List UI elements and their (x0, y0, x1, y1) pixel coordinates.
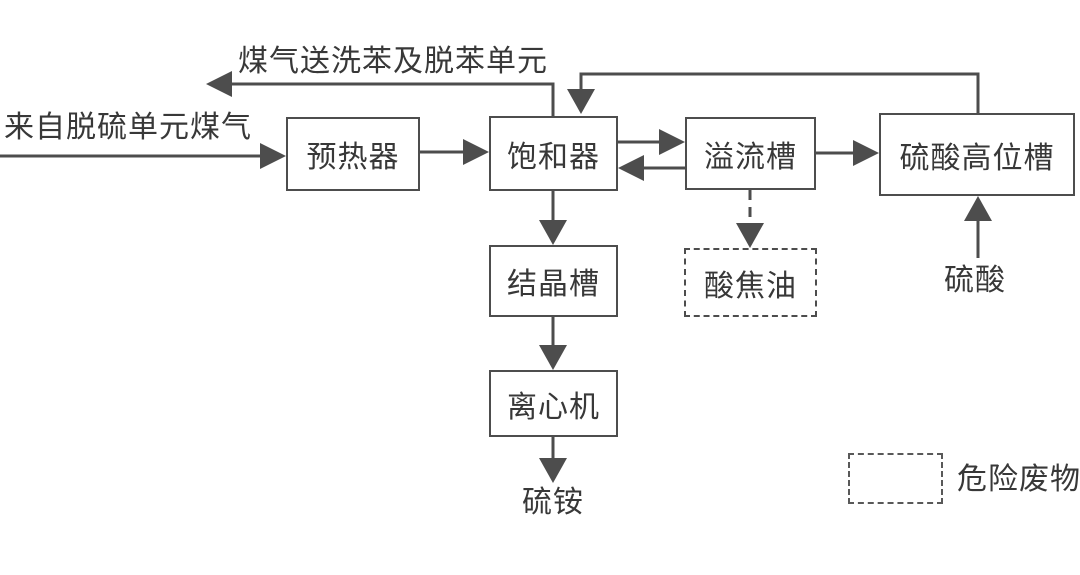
edge-centrifuge-to-product (539, 437, 567, 483)
arrowhead-down-icon (539, 220, 567, 245)
node-acid-head-tank: 硫酸高位槽 (879, 113, 1075, 196)
node-centrifuge: 离心机 (489, 370, 618, 437)
arrowhead-down-icon (539, 458, 567, 483)
arrowhead-right-icon (853, 140, 879, 166)
arrowhead-right-icon (463, 139, 489, 165)
node-crystallizer-label: 结晶槽 (507, 268, 600, 301)
arrowhead-left-icon (618, 155, 644, 181)
ammonium-sulfate-label: 硫铵 (522, 486, 584, 519)
edge-acid-head-tank-to-saturator (567, 72, 980, 114)
gas-out-label: 煤气送洗苯及脱苯单元 (238, 45, 548, 78)
edge-saturator-to-overflow-tank (618, 129, 685, 155)
node-crystallizer: 结晶槽 (489, 245, 618, 317)
node-acid-tar-label: 酸焦油 (704, 269, 797, 303)
edge-input-gas-to-preheater (0, 143, 286, 169)
edge-saturator-to-gas-out (206, 71, 555, 117)
input-gas-label: 来自脱硫单元煤气 (4, 111, 252, 144)
edge-preheater-to-saturator (420, 139, 489, 165)
legend-hazardous-waste-swatch (848, 453, 943, 504)
arrowhead-up-icon (964, 196, 992, 221)
edge-saturator-to-crystallizer (539, 191, 567, 245)
node-preheater-label: 预热器 (306, 141, 400, 174)
arrowhead-right-icon (260, 143, 286, 169)
node-preheater: 预热器 (286, 117, 420, 191)
sulfuric-acid-label: 硫酸 (944, 264, 1006, 297)
node-overflow-tank-label: 溢流槽 (704, 140, 797, 174)
legend-hazardous-waste-label: 危险废物 (957, 463, 1080, 496)
arrowhead-down-icon (736, 223, 764, 248)
node-overflow-tank: 溢流槽 (685, 117, 816, 190)
arrowhead-left-icon (206, 71, 232, 97)
node-acid-head-tank-label: 硫酸高位槽 (899, 141, 1055, 175)
node-saturator: 饱和器 (489, 116, 618, 191)
edge-overflow-tank-to-acid-tar (736, 190, 764, 248)
arrowhead-down-icon (567, 89, 595, 114)
edge-sulfuric-acid-to-acid-head-tank (964, 196, 992, 258)
node-acid-tar: 酸焦油 (684, 248, 817, 317)
edge-overflow-tank-to-saturator (618, 155, 685, 181)
edge-overflow-tank-to-acid-head-tank (816, 140, 879, 166)
node-centrifuge-label: 离心机 (507, 390, 600, 424)
node-saturator-label: 饱和器 (507, 140, 600, 174)
arrowhead-right-icon (659, 129, 685, 155)
edge-crystallizer-to-centrifuge (539, 317, 567, 370)
arrowhead-down-icon (539, 345, 567, 370)
